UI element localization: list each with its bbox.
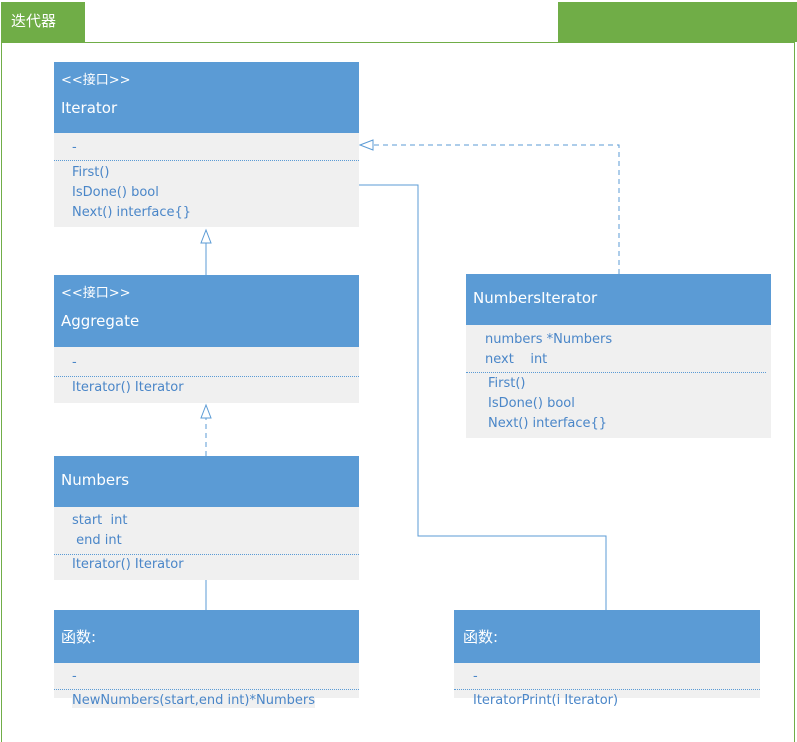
- funcs-right-name: 函数:: [463, 628, 499, 646]
- class-aggregate-separator: [54, 376, 359, 377]
- funcs-right-method: IteratorPrint(i Iterator): [473, 693, 619, 708]
- class-iterator-name: Iterator: [61, 99, 118, 117]
- class-numbersiterator-method: First(): [488, 376, 526, 391]
- class-aggregate-field: -: [72, 355, 77, 370]
- class-iterator-stereotype: <<接口>>: [61, 73, 131, 88]
- class-iterator-method: IsDone() bool: [72, 185, 159, 200]
- funcs-left-header: 函数:: [54, 610, 359, 663]
- class-aggregate-name: Aggregate: [61, 312, 140, 330]
- class-iterator: <<接口>> Iterator - First() IsDone() bool …: [54, 62, 359, 227]
- funcs-left-method: NewNumbers(start,end int)*Numbers: [72, 693, 315, 708]
- class-iterator-field: -: [72, 140, 77, 155]
- class-numbers-name: Numbers: [61, 471, 130, 489]
- iterator-to-iteratorprint-line: [359, 184, 607, 610]
- class-numbers-header: Numbers: [54, 456, 359, 507]
- class-aggregate-header: <<接口>> Aggregate: [54, 275, 359, 347]
- class-numbersiterator-field: numbers *Numbers: [485, 332, 613, 347]
- numbersiterator-implements-iterator-line: [374, 144, 620, 274]
- funcs-right: 函数: - IteratorPrint(i Iterator): [454, 610, 760, 708]
- class-numbersiterator-method: Next() interface{}: [488, 416, 608, 431]
- class-numbers-field: end int: [72, 533, 122, 548]
- class-aggregate-stereotype: <<接口>>: [61, 286, 131, 301]
- diagram-frame: [1, 42, 795, 742]
- funcs-right-separator: [454, 689, 760, 690]
- funcs-left-name: 函数:: [61, 628, 97, 646]
- class-numbers-separator: [54, 554, 359, 555]
- class-iterator-method: Next() interface{}: [72, 205, 192, 220]
- class-numbers: Numbers start int end int Iterator() Ite…: [54, 456, 359, 580]
- class-numbers-field: start int: [72, 513, 128, 528]
- class-numbersiterator-name: NumbersIterator: [473, 289, 598, 307]
- class-iterator-separator: [54, 160, 359, 161]
- diagram-title-tab: 迭代器: [1, 2, 85, 42]
- class-numbersiterator-method: IsDone() bool: [488, 396, 575, 411]
- class-numbersiterator-field: next int: [485, 352, 548, 367]
- class-numbersiterator-separator: [466, 372, 766, 373]
- funcs-right-field: -: [473, 669, 478, 684]
- class-iterator-method: First(): [72, 165, 110, 180]
- class-numbersiterator: NumbersIterator numbers *Numbers next in…: [466, 274, 771, 438]
- funcs-right-header: 函数:: [454, 610, 760, 663]
- diagram-title: 迭代器: [11, 12, 57, 30]
- class-numbersiterator-header: NumbersIterator: [466, 274, 771, 325]
- inherit-arrowhead-icon: [200, 228, 212, 244]
- funcs-left-field: -: [72, 669, 77, 684]
- realize-arrowhead-icon: [200, 403, 212, 419]
- class-aggregate: <<接口>> Aggregate - Iterator() Iterator: [54, 275, 359, 403]
- funcs-left: 函数: - NewNumbers(start,end int)*Numbers: [54, 610, 359, 708]
- class-aggregate-method: Iterator() Iterator: [72, 380, 184, 395]
- funcs-left-separator: [54, 689, 359, 690]
- realize-arrowhead-icon-2: [358, 139, 374, 151]
- class-numbers-method: Iterator() Iterator: [72, 557, 184, 572]
- class-iterator-header: <<接口>> Iterator: [54, 62, 359, 133]
- header-bar-decoration: [558, 2, 797, 42]
